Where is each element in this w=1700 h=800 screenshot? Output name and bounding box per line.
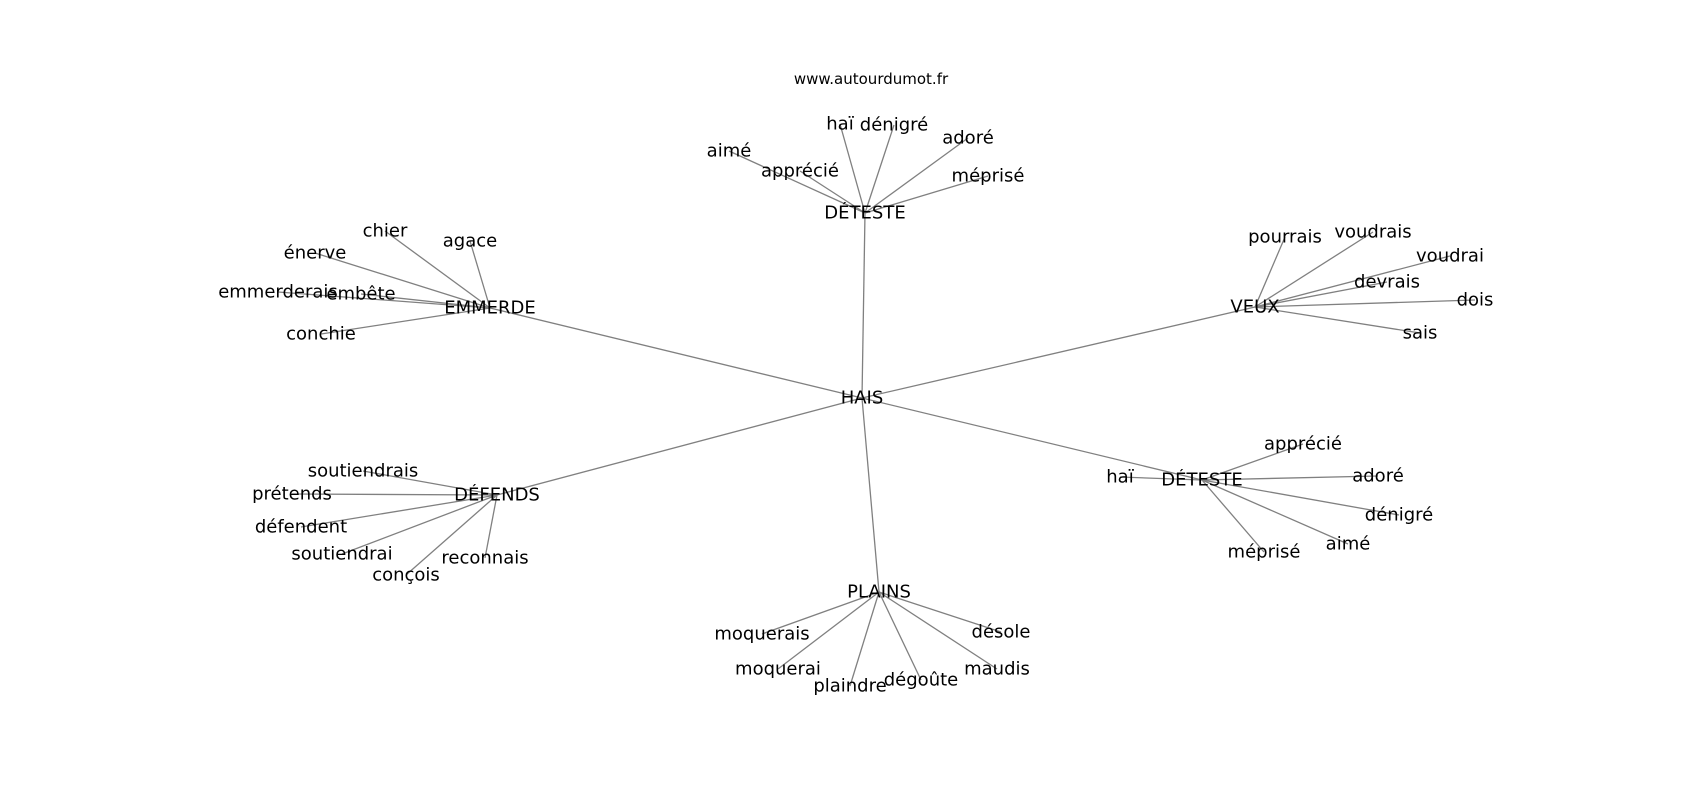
edge-4-0 <box>1201 443 1304 481</box>
edge-5-5 <box>878 591 922 681</box>
labels: HAIS DÉTESTE haï dénigré adoré aimé apprécié mé… <box>218 114 1493 697</box>
leaf-node-label: sais <box>1403 323 1438 344</box>
leaf-node-label: chier <box>363 221 408 242</box>
leaf-node-label: soutiendrais <box>308 461 419 482</box>
edge-0-2 <box>864 137 969 214</box>
leaf-node-label: méprisé <box>952 166 1025 187</box>
edge-2-5 <box>1254 306 1421 334</box>
leaf-node-label: adoré <box>942 128 994 149</box>
leaf-node-label: maudis <box>964 659 1030 680</box>
edge-4-5 <box>1201 479 1265 553</box>
leaf-node-label: apprécié <box>761 161 839 182</box>
edge-root-to-3 <box>496 397 863 496</box>
edge-5-0 <box>761 591 880 635</box>
leaf-node-label: soutiendrai <box>291 544 392 565</box>
source-url-text: www.autourdumot.fr <box>793 70 949 88</box>
leaf-node-label: désole <box>972 622 1031 643</box>
edge-1-4 <box>360 293 491 309</box>
leaf-node-label: voudrais <box>1334 222 1411 243</box>
cluster-node-label: DÉTESTE <box>824 202 905 224</box>
leaf-node-label: aimé <box>707 141 752 162</box>
leaf-node-label: dénigré <box>1365 505 1433 526</box>
edge-1-2 <box>314 252 491 309</box>
edge-3-2 <box>300 494 498 528</box>
leaf-node-label: énerve <box>284 243 347 264</box>
leaf-node-label: haï <box>826 114 854 135</box>
leaf-node-label: moquerai <box>735 659 821 680</box>
leaf-node-label: embête <box>326 284 395 305</box>
edge-2-0 <box>1254 236 1286 308</box>
edge-0-1 <box>864 124 895 214</box>
edge-1-3 <box>277 291 491 309</box>
edges <box>277 123 1476 687</box>
edge-5-2 <box>777 591 880 670</box>
edge-4-3 <box>1201 479 1400 516</box>
cluster-node-label: PLAINS <box>847 582 911 603</box>
root-node-label: HAIS <box>841 388 884 409</box>
edge-1-5 <box>320 307 491 335</box>
leaf-node-label: reconnais <box>441 548 528 569</box>
edge-3-4 <box>405 494 498 576</box>
cluster-node-label: DÉFENDS <box>454 484 540 506</box>
edge-root-to-2 <box>861 306 1256 399</box>
leaf-node-label: défendent <box>255 517 347 538</box>
leaf-node-label: conchie <box>286 324 356 345</box>
leaf-node-label: adoré <box>1352 466 1404 487</box>
edge-2-2 <box>1254 255 1451 308</box>
edge-4-4 <box>1201 479 1349 545</box>
edge-root-to-5 <box>861 397 880 593</box>
leaf-node-label: haï <box>1106 467 1134 488</box>
edge-0-5 <box>864 175 989 214</box>
cluster-node-label: VEUX <box>1230 297 1279 318</box>
leaf-node-label: pourrais <box>1248 227 1322 248</box>
leaf-node-label: devrais <box>1354 272 1420 293</box>
edge-2-4 <box>1254 299 1476 308</box>
leaf-node-label: voudrai <box>1416 246 1484 267</box>
edge-3-0 <box>362 470 498 496</box>
edge-3-1 <box>291 493 498 496</box>
leaf-node-label: dois <box>1457 290 1494 311</box>
leaf-node-label: prétends <box>252 484 332 505</box>
leaf-node-label: aimé <box>1326 534 1371 555</box>
leaf-node-label: emmerderais <box>218 282 338 303</box>
edge-4-1 <box>1119 476 1203 481</box>
edge-root-to-4 <box>861 397 1203 481</box>
cluster-node-label: EMMERDE <box>444 298 536 319</box>
edge-1-0 <box>384 230 491 309</box>
leaf-node-label: dégoûte <box>884 670 958 691</box>
edge-0-3 <box>728 150 866 214</box>
edge-5-4 <box>849 591 880 687</box>
leaf-node-label: dénigré <box>860 115 928 136</box>
edge-2-1 <box>1254 231 1374 308</box>
edge-3-5 <box>484 494 498 559</box>
edge-root-to-1 <box>489 307 863 399</box>
leaf-node-label: plaindre <box>813 676 886 697</box>
cluster-node-label: DÉTESTE <box>1161 469 1242 491</box>
edge-1-1 <box>469 240 491 309</box>
edge-4-2 <box>1201 475 1379 481</box>
leaf-node-label: agace <box>443 231 497 252</box>
edge-0-0 <box>839 123 866 214</box>
edge-5-1 <box>878 591 1002 633</box>
leaf-node-label: méprisé <box>1228 542 1301 563</box>
edge-root-to-0 <box>861 212 866 399</box>
leaf-node-label: apprécié <box>1264 434 1342 455</box>
leaf-node-label: conçois <box>372 565 440 586</box>
edge-0-4 <box>799 170 866 214</box>
edge-2-3 <box>1254 281 1388 308</box>
source-url: www.autourdumot.fr <box>0 70 1700 88</box>
edge-3-3 <box>341 494 498 555</box>
leaf-node-label: moquerais <box>714 624 809 645</box>
edge-5-3 <box>878 591 998 670</box>
